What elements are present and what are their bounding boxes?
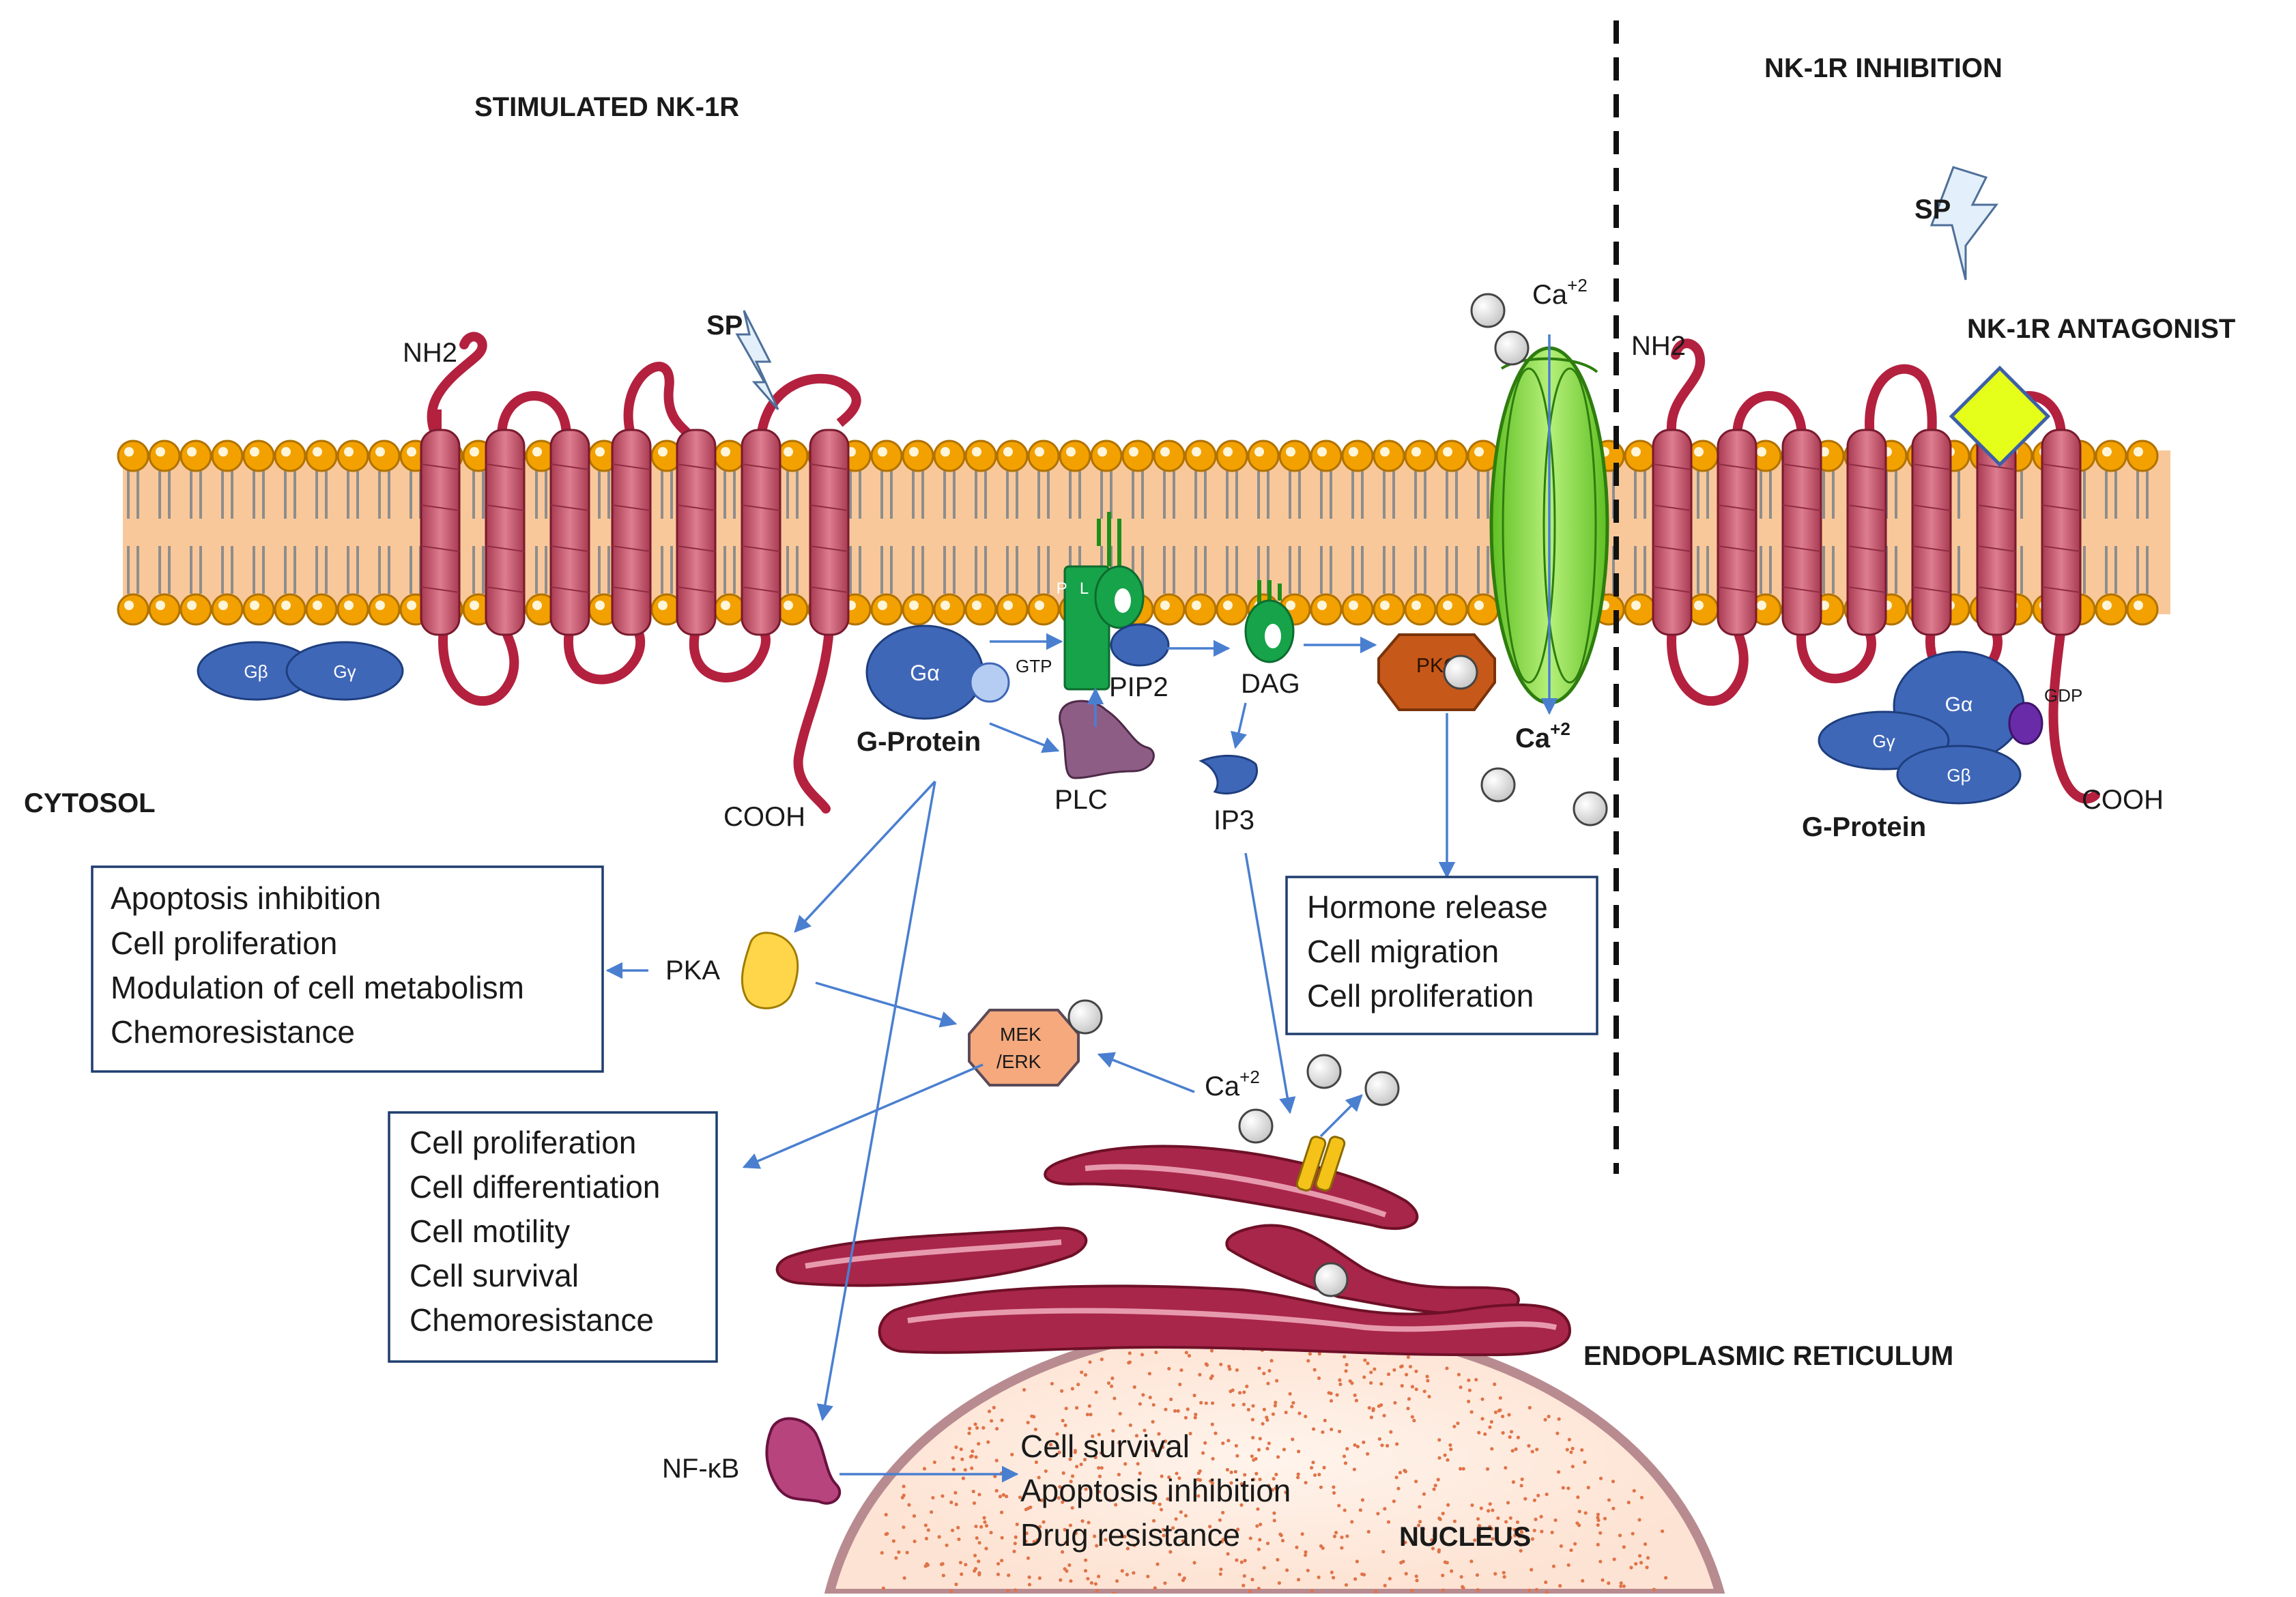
pka-effect-item: Cell proliferation: [111, 925, 337, 961]
label-sp-right: SP: [1914, 195, 1951, 225]
pka-enzyme: [741, 932, 799, 1009]
dag-label: DAG: [1241, 669, 1300, 699]
gdp-label: GDP: [2044, 685, 2082, 706]
g-alpha-label-left: Gα: [910, 661, 939, 685]
g-beta-label-left: Gβ: [244, 661, 268, 682]
g-beta-right: [1896, 745, 2022, 805]
label-cooh-left: COOH: [723, 802, 805, 832]
label-sp-left: SP: [706, 311, 743, 341]
gtp-label: GTP: [1016, 656, 1052, 676]
label-antagonist: NK-1R ANTAGONIST: [1967, 314, 2235, 344]
g-gamma-left: [285, 641, 404, 701]
nfkb-effects-list: Cell survival Apoptosis inhibition Drug …: [1020, 1428, 1291, 1553]
ip3-molecule: [1199, 754, 1259, 795]
label-cooh-right: COOH: [2082, 785, 2164, 815]
label-nh2-left: NH2: [403, 338, 457, 368]
sp-lightning-icon-right: [1929, 166, 1998, 280]
mek-effect-item: Cell differentiation: [410, 1169, 660, 1205]
erk-label: /ERK: [996, 1051, 1042, 1072]
header-inhibition: NK-1R INHIBITION: [1764, 53, 2003, 83]
er-calcium-channel: [1295, 1136, 1346, 1192]
dag-molecule: [1244, 580, 1295, 663]
pka-effects-box: [91, 865, 604, 1073]
pkc-effect-item: Cell migration: [1307, 934, 1499, 969]
antagonist-diamond: [1949, 365, 2051, 467]
pkc-effects-list: Hormone release Cell migration Cell prol…: [1307, 889, 1548, 1013]
g-gamma-label-left: Gγ: [333, 661, 356, 682]
label-nh2-right: NH2: [1631, 331, 1686, 361]
mek-effect-item: Cell motility: [410, 1213, 570, 1249]
ca-label-membrane: Ca+2: [1515, 719, 1570, 753]
pip2-label: PIP2: [1109, 672, 1168, 702]
pkc-effects-box: [1285, 876, 1598, 1035]
calcium-ions: [1067, 293, 1608, 1297]
endoplasmic-reticulum: [775, 1145, 1572, 1357]
ca-label-cytosol: Ca+2: [1205, 1067, 1260, 1102]
gdp-ball: [2008, 702, 2043, 745]
pip2-molecule: [1094, 512, 1170, 667]
pkc-effect-item: Hormone release: [1307, 889, 1548, 925]
nfkb-label: NF-κB: [662, 1454, 739, 1484]
mek-effects-list: Cell proliferation Cell differentiation …: [410, 1125, 660, 1338]
g-gamma-label-right: Gγ: [1872, 731, 1895, 751]
pka-effect-item: Chemoresistance: [111, 1014, 355, 1050]
nk1r-receptor-left: [427, 332, 861, 814]
ca-label-top: Ca+2: [1532, 275, 1588, 310]
pka-label: PKA: [665, 955, 720, 985]
nfkb-effect-item: Apoptosis inhibition: [1020, 1473, 1291, 1508]
g-alpha-label-right: Gα: [1945, 693, 1973, 716]
mek-effect-item: Chemoresistance: [410, 1302, 654, 1338]
g-beta-label-right: Gβ: [1947, 765, 1970, 786]
mek-label: MEK: [1000, 1024, 1042, 1045]
pka-effect-item: Modulation of cell metabolism: [111, 970, 524, 1005]
pkc-enzyme: [1377, 633, 1496, 711]
nfkb-effect-item: Drug resistance: [1020, 1517, 1240, 1553]
nfkb-molecule: [765, 1417, 842, 1505]
mek-effect-item: Cell proliferation: [410, 1125, 636, 1160]
cell-membrane: [123, 450, 2170, 614]
nfkb-effect-item: Cell survival: [1020, 1428, 1190, 1464]
pka-effect-item: Apoptosis inhibition: [111, 880, 381, 916]
pka-effects-list: Apoptosis inhibition Cell proliferation …: [111, 880, 524, 1050]
mek-erk-enzyme: [968, 1009, 1080, 1087]
plc-cytosol: [1059, 700, 1155, 779]
signaling-arrows: [605, 334, 1558, 1483]
header-stimulated: STIMULATED NK-1R: [474, 92, 739, 122]
label-nucleus: NUCLEUS: [1399, 1522, 1531, 1552]
pkc-effect-item: Cell proliferation: [1307, 978, 1534, 1013]
mek-effect-item: Cell survival: [410, 1258, 579, 1293]
g-protein-label-left: G-Protein: [857, 727, 981, 757]
plc-label: PLC: [1054, 785, 1108, 815]
mek-effects-box: [388, 1111, 718, 1363]
g-protein-label-right: G-Protein: [1802, 812, 1926, 842]
label-cytosol: CYTOSOL: [24, 788, 156, 818]
ip3-label: IP3: [1214, 805, 1254, 835]
gtp-ball: [969, 662, 1010, 703]
sp-lightning-icon-left: [735, 310, 779, 410]
label-endoplasmic-reticulum: ENDOPLASMIC RETICULUM: [1583, 1341, 1953, 1371]
